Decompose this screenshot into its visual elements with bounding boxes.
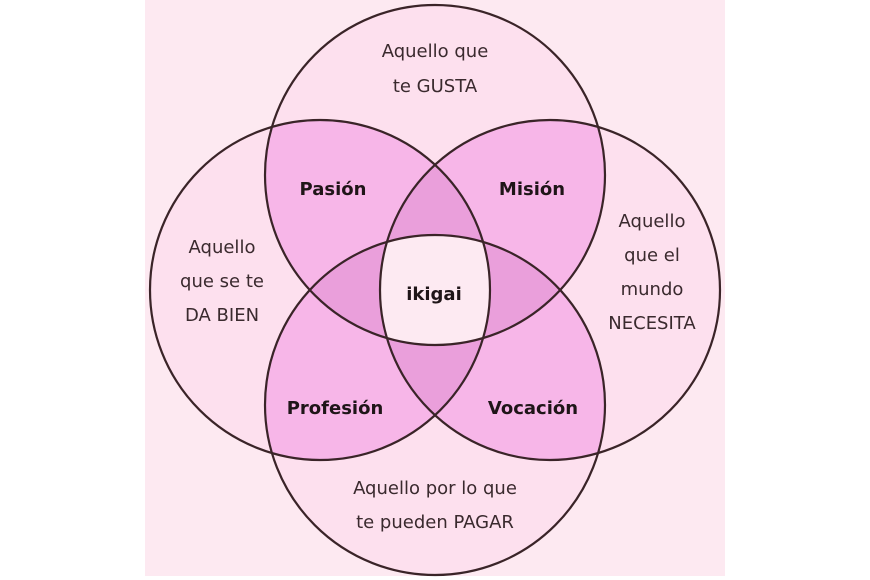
label-top-line2: te GUSTA [393, 76, 478, 97]
label-right-line2: que el [624, 245, 680, 266]
label-right-line1: Aquello [619, 211, 686, 232]
label-right-line4: NECESITA [608, 313, 696, 334]
label-left-line1: Aquello [189, 237, 256, 258]
label-left-line3: DA BIEN [185, 305, 259, 326]
circle-gusta [263, 3, 607, 347]
circle-necesita [378, 118, 722, 462]
circle-pagar [263, 233, 607, 577]
label-pasion: Pasión [300, 179, 367, 200]
label-ikigai: ikigai [406, 284, 462, 305]
label-bottom-line1: Aquello por lo que [353, 478, 517, 499]
label-bottom-line2: te pueden PAGAR [356, 512, 514, 533]
label-profesion: Profesión [287, 398, 384, 419]
label-vocacion: Vocación [488, 398, 578, 419]
label-left-line2: que se te [180, 271, 264, 292]
circle-da-bien [148, 118, 492, 462]
label-mision: Misión [499, 179, 565, 200]
label-right-line3: mundo [621, 279, 684, 300]
label-top-line1: Aquello que [382, 41, 489, 62]
